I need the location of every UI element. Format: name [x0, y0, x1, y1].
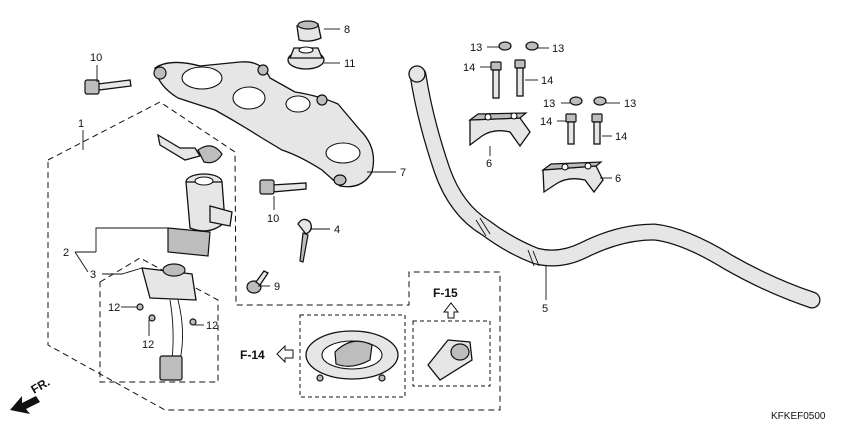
callout-13-2: 13 — [552, 43, 564, 55]
callout-2: 2 — [63, 247, 69, 259]
handlebar — [408, 65, 821, 309]
bolt-14-3 — [565, 113, 577, 145]
drawing-code: KFKEF0500 — [771, 411, 826, 422]
holder-6-upper — [468, 112, 531, 148]
callout-7: 7 — [400, 167, 406, 179]
bolt-10-mid — [259, 179, 307, 195]
ignition-group-boundary — [47, 101, 501, 411]
callout-10-top: 10 — [90, 52, 102, 64]
bolt-14-2 — [514, 59, 526, 97]
callout-1: 1 — [78, 118, 84, 130]
f14-arrow — [276, 344, 294, 364]
bolt-14-1 — [490, 61, 502, 99]
ref-f15: F-15 — [433, 286, 458, 300]
callout-14-2: 14 — [541, 75, 553, 87]
leader-lines — [74, 28, 620, 336]
fuel-cap-box — [299, 314, 406, 398]
cap-13-3 — [569, 96, 583, 106]
holder-6-lower — [540, 161, 604, 194]
cap-8 — [296, 20, 322, 42]
callout-5: 5 — [542, 303, 548, 315]
callout-13-1: 13 — [470, 42, 482, 54]
front-label: FR. — [29, 375, 53, 397]
key-4 — [297, 218, 312, 263]
callout-4: 4 — [334, 224, 340, 236]
nut-11 — [287, 46, 325, 70]
f15-arrow — [442, 302, 460, 319]
f15-detail-box — [412, 320, 491, 387]
top-bridge — [153, 61, 375, 188]
callout-12-bottom: 12 — [142, 339, 154, 351]
callout-12-right: 12 — [206, 320, 218, 332]
callout-11: 11 — [344, 58, 355, 70]
front-arrow-icon — [10, 396, 40, 414]
callout-6-upper: 6 — [486, 158, 492, 170]
lock-mechanism-f15 — [427, 339, 473, 381]
callout-14-4: 14 — [615, 131, 627, 143]
bolt-14-4 — [591, 113, 603, 145]
bolt-10-top — [84, 79, 132, 95]
ref-f14: F-14 — [240, 348, 265, 362]
cap-13-2 — [525, 41, 539, 51]
ignition-switch — [157, 133, 233, 257]
callout-3: 3 — [90, 269, 96, 281]
callout-8: 8 — [344, 24, 350, 36]
front-direction-indicator: FR. — [10, 375, 52, 414]
callout-6-lower: 6 — [615, 173, 621, 185]
fuel-cap — [305, 330, 399, 382]
switch-subgroup-boundary — [99, 257, 219, 383]
callout-14-3: 14 — [540, 116, 552, 128]
callout-12-left: 12 — [108, 302, 120, 314]
callout-14-1: 14 — [463, 62, 475, 74]
cap-13-4 — [593, 96, 607, 106]
ignition-switch-body-3 — [136, 263, 197, 381]
callout-9: 9 — [274, 281, 280, 293]
cap-13-1 — [498, 41, 512, 51]
callout-13-4: 13 — [624, 98, 636, 110]
callout-13-3: 13 — [543, 98, 555, 110]
screw-9 — [246, 270, 269, 294]
callout-10-mid: 10 — [267, 213, 279, 225]
